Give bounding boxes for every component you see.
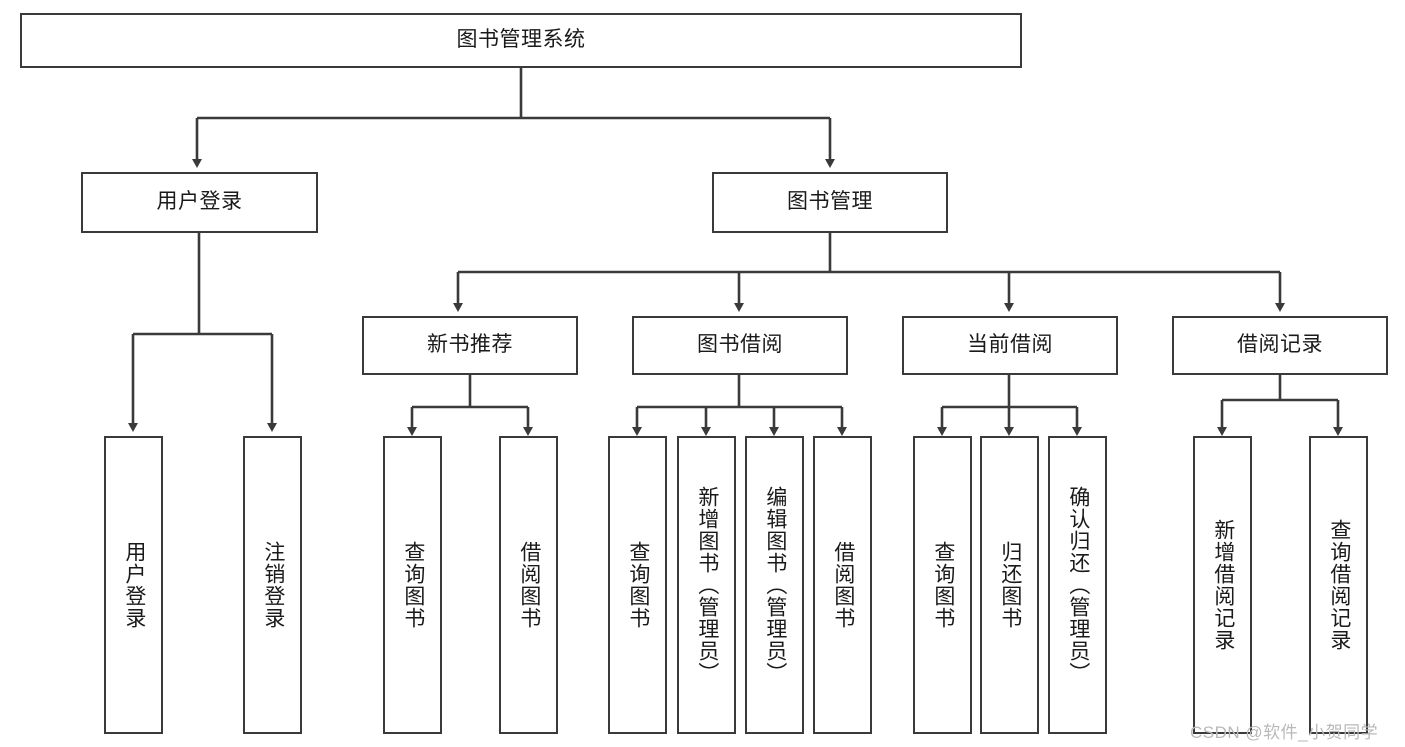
node-leaf-query-book-2-label: 查询图书 — [626, 541, 650, 629]
node-current-borrow-label: 当前借阅 — [967, 333, 1053, 357]
node-leaf-user-login-label: 用户登录 — [122, 541, 146, 629]
node-user-login[interactable]: 用户登录 — [81, 172, 318, 233]
node-leaf-user-logout-label: 注销登录 — [261, 541, 285, 629]
node-leaf-confirm-return-label: 确认归还（管理员） — [1066, 486, 1090, 684]
node-root[interactable]: 图书管理系统 — [20, 13, 1022, 68]
node-borrow-record-label: 借阅记录 — [1237, 333, 1323, 357]
node-leaf-query-book-2[interactable]: 查询图书 — [608, 436, 667, 734]
node-leaf-query-book-1-label: 查询图书 — [401, 541, 425, 629]
node-new-book-recommend[interactable]: 新书推荐 — [362, 316, 578, 375]
node-leaf-query-book-3[interactable]: 查询图书 — [913, 436, 972, 734]
node-leaf-add-record[interactable]: 新增借阅记录 — [1193, 436, 1252, 734]
node-leaf-edit-book[interactable]: 编辑图书（管理员） — [745, 436, 804, 734]
node-leaf-confirm-return[interactable]: 确认归还（管理员） — [1048, 436, 1107, 734]
node-leaf-user-login[interactable]: 用户登录 — [104, 436, 163, 734]
node-book-borrow-label: 图书借阅 — [697, 333, 783, 357]
node-current-borrow[interactable]: 当前借阅 — [902, 316, 1118, 375]
node-new-book-recommend-label: 新书推荐 — [427, 333, 513, 357]
node-root-label: 图书管理系统 — [456, 28, 586, 52]
node-leaf-edit-book-label: 编辑图书（管理员） — [763, 486, 787, 684]
node-book-management-label: 图书管理 — [787, 190, 873, 214]
node-leaf-borrow-book-2[interactable]: 借阅图书 — [813, 436, 872, 734]
node-user-login-label: 用户登录 — [156, 190, 243, 214]
node-book-borrow[interactable]: 图书借阅 — [632, 316, 848, 375]
node-leaf-borrow-book-2-label: 借阅图书 — [831, 541, 855, 629]
node-leaf-user-logout[interactable]: 注销登录 — [243, 436, 302, 734]
node-leaf-borrow-book-1[interactable]: 借阅图书 — [499, 436, 558, 734]
node-leaf-query-book-3-label: 查询图书 — [931, 541, 955, 629]
node-leaf-query-record[interactable]: 查询借阅记录 — [1309, 436, 1368, 734]
node-leaf-query-book-1[interactable]: 查询图书 — [383, 436, 442, 734]
node-leaf-query-record-label: 查询借阅记录 — [1327, 519, 1351, 651]
node-leaf-borrow-book-1-label: 借阅图书 — [517, 541, 541, 629]
node-leaf-add-book[interactable]: 新增图书（管理员） — [677, 436, 736, 734]
csdn-watermark: CSDN @软件_小贺同学 — [1190, 723, 1379, 742]
node-leaf-add-record-label: 新增借阅记录 — [1211, 519, 1235, 651]
node-borrow-record[interactable]: 借阅记录 — [1172, 316, 1388, 375]
node-book-management[interactable]: 图书管理 — [712, 172, 948, 233]
node-leaf-return-book-label: 归还图书 — [998, 541, 1022, 629]
node-leaf-add-book-label: 新增图书（管理员） — [695, 486, 719, 684]
node-leaf-return-book[interactable]: 归还图书 — [980, 436, 1039, 734]
